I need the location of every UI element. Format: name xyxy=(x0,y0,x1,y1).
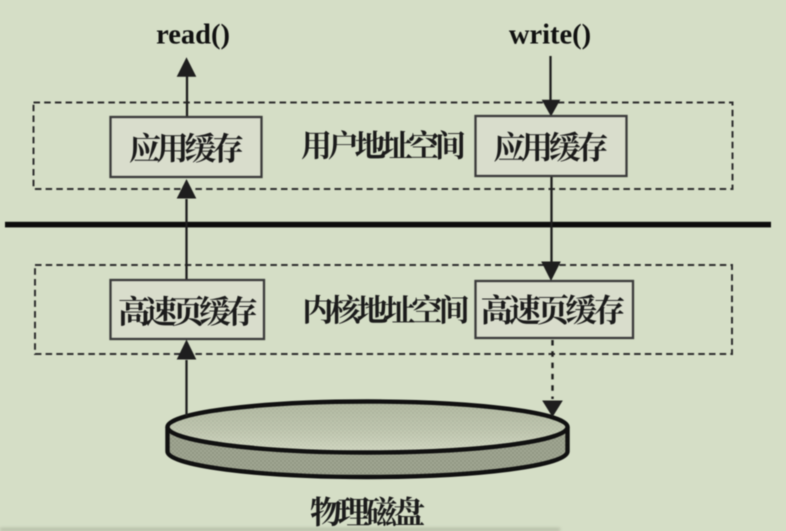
svg-text:read(): read() xyxy=(156,20,230,51)
svg-text:write(): write() xyxy=(509,20,591,51)
